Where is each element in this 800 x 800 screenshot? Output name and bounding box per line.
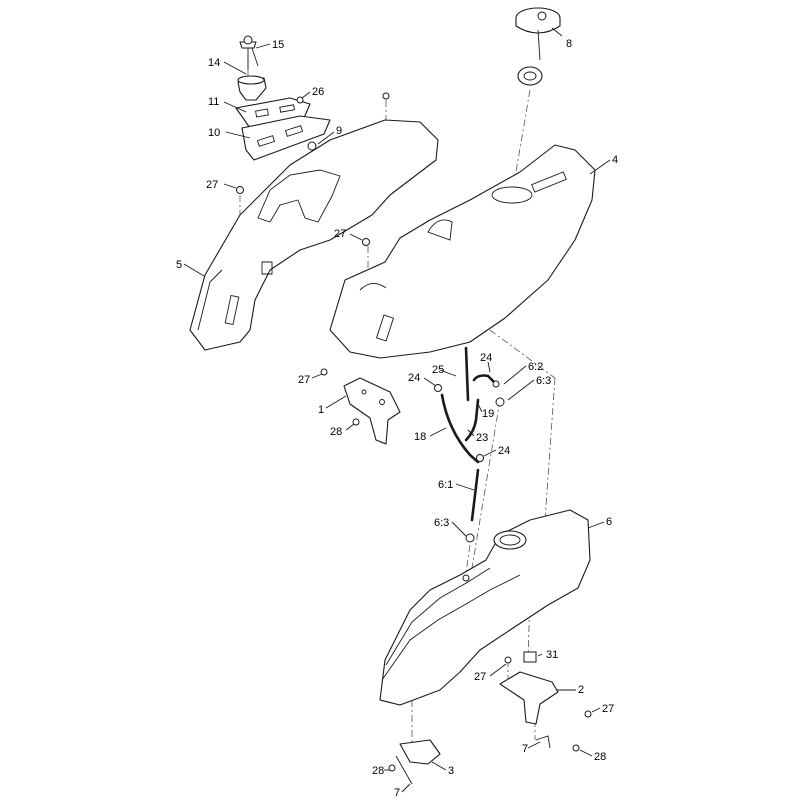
callout-28-c: 28: [372, 765, 384, 777]
callout-2: 2: [578, 684, 584, 696]
leader-lines: [183, 27, 611, 793]
callout-24-a: 24: [480, 352, 492, 364]
callout-31: 31: [546, 649, 558, 661]
callout-27-c: 27: [298, 374, 310, 386]
callout-26: 26: [312, 86, 324, 98]
callout-23: 23: [476, 432, 488, 444]
callout-6-1: 6:1: [438, 479, 453, 491]
callout-labels: 15 8 14 26 11 10 9 4 27 27 5 25 24 6:2 2…: [176, 38, 618, 799]
callout-27-a: 27: [206, 179, 218, 191]
part-15-sender: [239, 35, 259, 70]
callout-10: 10: [208, 127, 220, 139]
callout-27-b: 27: [334, 228, 346, 240]
callout-27-d: 27: [474, 671, 486, 683]
callout-11: 11: [208, 96, 219, 108]
callout-19: 19: [482, 408, 494, 420]
fuel-lines: [434, 346, 505, 543]
callout-4: 4: [612, 154, 618, 166]
callout-8: 8: [566, 38, 572, 50]
callout-1: 1: [318, 404, 324, 416]
callout-24-b: 24: [408, 372, 420, 384]
part-2-bracket: [499, 651, 592, 752]
callout-14: 14: [208, 57, 220, 69]
callout-6-3-a: 6:3: [536, 375, 551, 387]
part-3-bracket: [388, 739, 441, 785]
callout-6-3-b: 6:3: [434, 517, 449, 529]
callout-6-2: 6:2: [528, 361, 543, 373]
part-14-cup: [237, 75, 267, 101]
part-10-panel: [241, 115, 331, 161]
callout-18: 18: [414, 431, 426, 443]
callout-7-b: 7: [394, 787, 400, 799]
callout-24-c: 24: [498, 445, 510, 457]
callout-3: 3: [448, 765, 454, 777]
callout-7-a: 7: [522, 743, 528, 755]
part-5-console-panel: [189, 119, 439, 351]
callout-27-e: 27: [602, 703, 614, 715]
part-6-fuel-tank: [379, 509, 591, 706]
callout-5: 5: [176, 259, 182, 271]
callout-9: 9: [336, 125, 342, 137]
callout-6: 6: [606, 516, 612, 528]
callout-15: 15: [272, 39, 284, 51]
part-1-bracket: [320, 368, 401, 445]
part-8-fuel-cap: [515, 7, 561, 86]
part-11-plate: [235, 97, 311, 129]
callout-28-b: 28: [594, 751, 606, 763]
callout-28-a: 28: [330, 426, 342, 438]
callout-25: 25: [432, 364, 444, 376]
hardware-screws-upper: [236, 92, 390, 246]
